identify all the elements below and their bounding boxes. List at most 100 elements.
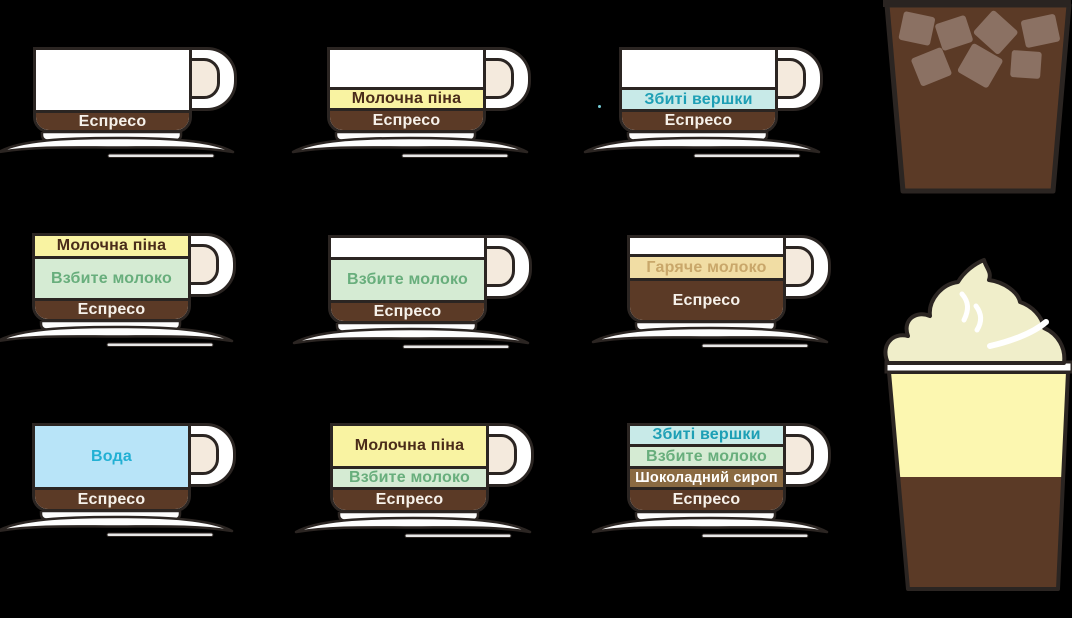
- frappe-cream-layer: [889, 372, 1068, 477]
- cup-layer-steamed-milk: Взбите молоко: [630, 444, 783, 466]
- saucer-plate: [0, 325, 234, 343]
- frappe-glass: [883, 258, 1072, 591]
- cup-handle: [479, 423, 534, 487]
- saucer: [291, 321, 531, 355]
- cup-layer-espresso: Еспресо: [630, 278, 783, 320]
- cup-layer-espresso: Еспресо: [35, 487, 188, 509]
- layer-label: Еспресо: [664, 112, 733, 129]
- empty-cup-space: [622, 50, 775, 87]
- saucer-plate: [292, 327, 530, 345]
- layer-label: Еспресо: [78, 112, 147, 130]
- ice-cube: [898, 11, 936, 46]
- cup-layer-milk-foam: Молочна піна: [35, 236, 188, 256]
- ice-cube: [973, 10, 1018, 55]
- layer-label: Взбите молоко: [51, 269, 172, 287]
- layer-label: Еспресо: [77, 301, 146, 318]
- cup-layer-steamed-milk: Взбите молоко: [333, 466, 486, 487]
- empty-cup-space: [630, 238, 783, 254]
- saucer-base-line: [106, 532, 214, 537]
- saucer-plate: [583, 136, 821, 154]
- layer-label: Молочна піна: [354, 437, 465, 454]
- frappe-coffee-layer: [898, 477, 1063, 589]
- saucer: [0, 509, 235, 543]
- cup-layer-espresso: Еспресо: [35, 298, 188, 319]
- layer-label: Еспресо: [373, 303, 442, 320]
- cream-highlight-2: [973, 303, 984, 333]
- cup-layer-espresso: Еспресо: [36, 110, 189, 130]
- saucer: [0, 319, 235, 353]
- empty-cup-space: [331, 238, 484, 257]
- saucer-plate: [0, 515, 234, 533]
- saucer-base-line: [401, 153, 509, 158]
- cup-layer-chocolate-syrup: Шоколадний сироп: [630, 466, 783, 487]
- layer-label: Шоколадний сироп: [635, 469, 778, 486]
- layer-label: Еспресо: [672, 291, 741, 309]
- whipped-cream-swirl: [883, 258, 1067, 365]
- layer-label: Збиті вершки: [652, 426, 761, 443]
- layer-label: Молочна піна: [56, 237, 167, 254]
- cup-layer-espresso: Еспресо: [330, 108, 483, 130]
- saucer-base-line: [701, 533, 809, 538]
- saucer-base-line: [402, 344, 510, 349]
- saucer-plate: [591, 326, 829, 344]
- cup-layer-steamed-milk: Взбите молоко: [331, 257, 484, 300]
- cup-layer-milk-foam: Молочна піна: [333, 426, 486, 466]
- empty-cup-space: [330, 50, 483, 87]
- cream-highlight-3: [987, 319, 1049, 349]
- iced-coffee-glass: [883, 0, 1072, 194]
- saucer: [0, 130, 236, 164]
- layer-label: Еспресо: [672, 491, 741, 508]
- saucer: [582, 130, 822, 164]
- layer-label: Взбите молоко: [349, 469, 470, 486]
- layer-label: Еспресо: [372, 111, 441, 129]
- layer-label: Еспресо: [375, 491, 444, 508]
- saucer-base-line: [701, 343, 809, 348]
- saucer-plate: [291, 136, 529, 154]
- cup-layer-water: Вода: [35, 426, 188, 487]
- cream-highlight-1: [959, 291, 970, 323]
- ice-cube: [935, 15, 973, 51]
- ice-cube: [957, 43, 1003, 88]
- layer-label: Взбите молоко: [347, 271, 468, 288]
- saucer-base-line: [107, 153, 215, 158]
- cup-layer-milk-foam: Молочна піна: [330, 87, 483, 108]
- layer-label: Гаряче молоко: [646, 258, 767, 276]
- layer-label: Збиті вершки: [644, 90, 753, 108]
- ice-cube: [911, 47, 952, 86]
- saucer: [590, 320, 830, 354]
- ice-cubes: [898, 10, 1060, 88]
- layer-label: Вода: [91, 447, 132, 465]
- layer-label: Еспресо: [77, 490, 146, 508]
- saucer-base-line: [693, 153, 801, 158]
- speck-artifact: [598, 105, 601, 108]
- cup-layer-whipped-cream: Збиті вершки: [630, 426, 783, 444]
- saucer-base-line: [106, 342, 214, 347]
- saucer-plate: [294, 516, 532, 534]
- saucer-base-line: [404, 533, 512, 538]
- cup-layer-steamed-milk: Взбите молоко: [35, 256, 188, 298]
- coffee-cup: Еспресо: [33, 47, 192, 133]
- cup-layer-espresso: Еспресо: [333, 487, 486, 510]
- iced-glass-top-rim: [883, 0, 1071, 7]
- layer-label: Молочна піна: [351, 90, 462, 107]
- cup-layer-espresso: Еспресо: [331, 300, 484, 321]
- saucer: [290, 130, 530, 164]
- empty-cup-space: [36, 50, 189, 110]
- saucer-plate: [591, 516, 829, 534]
- saucer: [293, 510, 533, 544]
- ice-cube: [1010, 50, 1042, 79]
- saucer: [590, 510, 830, 544]
- saucer-plate: [0, 136, 235, 154]
- layer-label: Взбите молоко: [646, 447, 767, 465]
- cup-layer-espresso: Еспресо: [630, 487, 783, 510]
- cup-layer-espresso: Еспресо: [622, 109, 775, 130]
